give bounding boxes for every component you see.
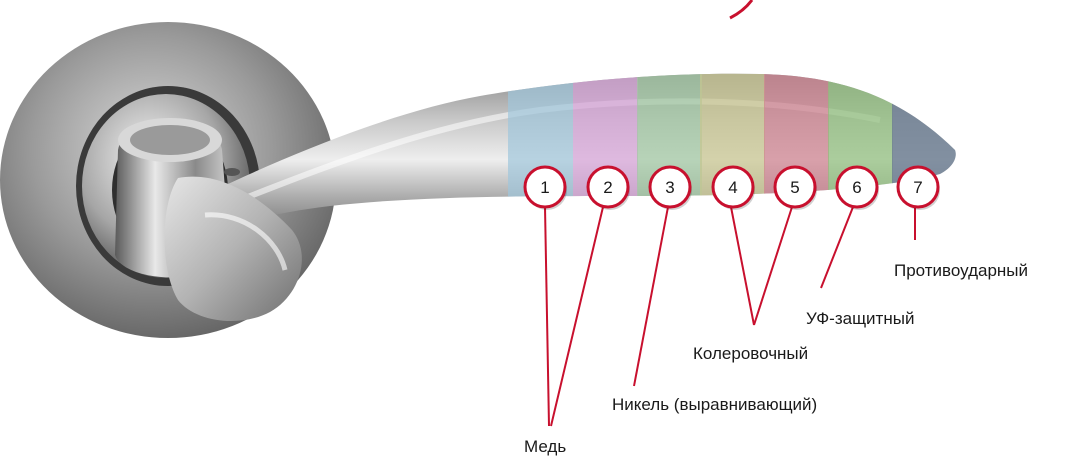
marker-6: 6 — [837, 167, 879, 210]
marker-3: 3 — [650, 167, 692, 210]
marker-number-5: 5 — [790, 178, 799, 197]
leader-line-4a — [731, 207, 754, 325]
leader-line-6 — [821, 207, 853, 288]
label-copper: Медь — [524, 437, 566, 456]
leader-line-3 — [634, 207, 668, 386]
label-tinting: Колеровочный — [693, 344, 808, 363]
marker-7: 7 — [898, 167, 940, 210]
label-uv-protection: УФ-защитный — [806, 309, 914, 328]
marker-1: 1 — [525, 167, 567, 210]
label-nickel: Никель (выравнивающий) — [612, 395, 817, 414]
label-impact-resistant: Противоударный — [894, 261, 1028, 280]
leader-line-1 — [545, 207, 549, 426]
leader-line-5a — [754, 207, 792, 325]
marker-number-3: 3 — [665, 178, 674, 197]
marker-number-7: 7 — [913, 178, 922, 197]
coating-bands — [508, 60, 1026, 210]
decorative-arc — [730, 0, 752, 18]
marker-number-2: 2 — [603, 178, 612, 197]
marker-5: 5 — [775, 167, 817, 210]
marker-2: 2 — [588, 167, 630, 210]
marker-number-6: 6 — [852, 178, 861, 197]
marker-4: 4 — [713, 167, 755, 210]
marker-number-1: 1 — [540, 178, 549, 197]
marker-number-4: 4 — [728, 178, 737, 197]
leader-line-2 — [551, 207, 603, 426]
